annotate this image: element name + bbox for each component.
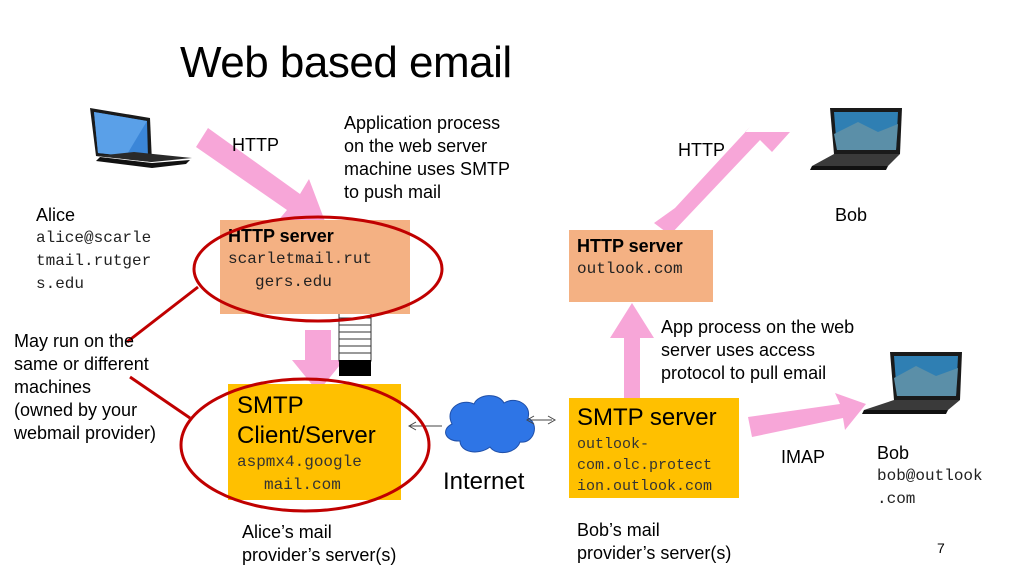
http-server-right-host: outlook.com xyxy=(577,260,683,278)
smtp-right-box xyxy=(569,398,739,498)
bob-bottom-name: Bob xyxy=(877,443,910,463)
slide-title: Web based email xyxy=(180,38,512,87)
up-arrow-right xyxy=(610,303,654,398)
bob-bottom-email-line-2: .com xyxy=(877,490,916,508)
bob-top-laptop-icon xyxy=(810,108,902,170)
app-process-pull-line-2: server uses access xyxy=(661,340,816,360)
http-server-right-box xyxy=(569,230,713,302)
http-server-left-host-2: gers.edu xyxy=(255,273,332,291)
app-process-pull-note: App process on the web server uses acces… xyxy=(661,316,854,385)
smtp-left-host-2: mail.com xyxy=(264,476,341,494)
imap-arrow xyxy=(748,393,866,437)
smtp-left-label-2: Client/Server xyxy=(237,422,376,449)
alice-email: alice@scarle tmail.rutger s.edu xyxy=(36,227,151,296)
bob-bottom-email-line-1: bob@outlook xyxy=(877,467,983,485)
app-process-push-line-2: on the web server xyxy=(344,136,488,156)
bob-bottom-email: bob@outlook .com xyxy=(877,465,983,511)
smtp-right-label: SMTP server xyxy=(577,404,717,431)
bob-provider-line-2: provider’s server(s) xyxy=(577,543,732,563)
internet-cloud xyxy=(445,395,535,454)
smtp-right-host-3: ion.outlook.com xyxy=(577,478,713,495)
http-arrow-left xyxy=(196,128,326,224)
app-process-pull-line-1: App process on the web xyxy=(661,317,855,337)
http-label-right: HTTP xyxy=(678,140,725,160)
http-arrow-right xyxy=(654,127,790,235)
app-process-push-note: Application process on the web server ma… xyxy=(344,112,510,204)
bob-provider-note: Bob’s mail provider’s server(s) xyxy=(577,519,731,565)
http-server-left-label: HTTP server xyxy=(228,226,334,246)
may-run-line-2: same or different xyxy=(14,354,149,374)
alice-laptop-icon xyxy=(90,108,192,168)
smtp-left-label-1: SMTP xyxy=(237,392,304,419)
alice-provider-line-1: Alice’s mail xyxy=(242,522,332,542)
page-number: 7 xyxy=(937,540,945,556)
http-server-right-label: HTTP server xyxy=(577,236,683,256)
may-run-line-1: May run on the xyxy=(14,331,135,351)
alice-provider-line-2: provider’s server(s) xyxy=(242,545,397,565)
may-run-line-4: (owned by your xyxy=(14,400,138,420)
alice-name: Alice xyxy=(36,205,76,225)
message-queue xyxy=(338,310,372,376)
may-run-line-5: webmail provider) xyxy=(14,423,157,443)
bob-top-name: Bob xyxy=(835,205,868,225)
internet-label: Internet xyxy=(443,468,525,495)
bob-bottom-laptop-icon xyxy=(862,352,962,414)
smtp-right-host-1: outlook- xyxy=(577,436,650,453)
smtp-right-host-2: com.olc.protect xyxy=(577,457,713,474)
imap-label: IMAP xyxy=(781,447,826,467)
http-server-left-host-1: scarletmail.rut xyxy=(228,250,373,268)
alice-provider-note: Alice’s mail provider’s server(s) xyxy=(242,521,396,567)
app-process-pull-line-3: protocol to pull email xyxy=(661,363,827,383)
app-process-push-line-4: to push mail xyxy=(344,182,442,202)
app-process-push-line-3: machine uses SMTP xyxy=(344,159,511,179)
down-arrow-left xyxy=(292,330,344,392)
smtp-left-host-1: aspmx4.google xyxy=(237,453,362,471)
alice-email-line-3: s.edu xyxy=(36,275,85,293)
note-connector-top xyxy=(126,285,199,344)
alice-email-line-2: tmail.rutger xyxy=(36,252,152,270)
app-process-push-line-1: Application process xyxy=(344,113,501,133)
http-label-left: HTTP xyxy=(232,135,279,155)
bob-provider-line-1: Bob’s mail xyxy=(577,520,660,540)
alice-email-line-1: alice@scarle xyxy=(36,229,152,247)
may-run-note: May run on the same or different machine… xyxy=(14,330,156,445)
may-run-line-3: machines xyxy=(14,377,92,397)
